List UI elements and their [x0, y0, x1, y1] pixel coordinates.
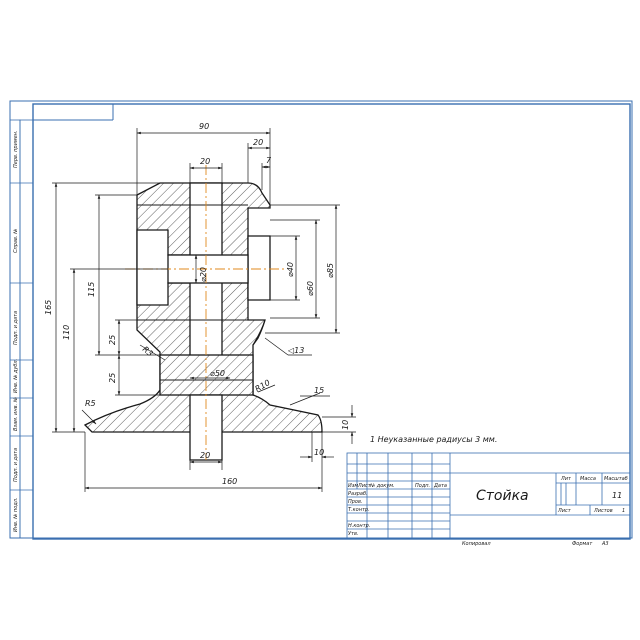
- title-block: Изм Лист № докум. Подп. Дата Разраб. Про…: [346, 452, 631, 547]
- dim-20-inner: 20: [200, 157, 210, 166]
- dim-r10: R10: [254, 378, 272, 394]
- tb-format-label: Формат: [572, 541, 593, 547]
- tb-role-razrab: Разраб.: [348, 491, 368, 497]
- tb-col-doc: № докум.: [369, 483, 395, 489]
- drawing-title: Стойка: [476, 488, 529, 504]
- tb-mass-label: Масса: [580, 476, 596, 482]
- side-label-5: Взам. инв. №: [13, 397, 19, 431]
- dim-dia60: ⌀60: [306, 281, 315, 296]
- tb-sheets-count: 1: [622, 508, 625, 514]
- tb-sheet-label: Лист: [557, 508, 572, 514]
- tb-lit-label: Лит: [560, 476, 572, 482]
- general-note: 1 Неуказанные радиусы 3 мм.: [370, 435, 497, 444]
- side-strip: Перв. примен. Справ. № Подп. и дата Инв.…: [9, 119, 34, 539]
- dim-dia50: ⌀50: [210, 369, 225, 378]
- dim-dia40: ⌀40: [286, 262, 295, 277]
- part-section: [83, 182, 323, 461]
- tb-format-value: А3: [601, 541, 609, 547]
- dim-slope15: 15: [314, 386, 324, 395]
- dimensions: 90 20 7 20 165 110 115 25: [44, 122, 356, 492]
- dim-115: 115: [87, 282, 96, 297]
- tb-col-izm: Изм: [348, 483, 358, 489]
- dim-110: 110: [62, 325, 71, 340]
- tb-col-sign: Подп.: [415, 483, 430, 489]
- dim-165: 165: [44, 300, 53, 315]
- tb-col-date: Дата: [433, 483, 447, 489]
- side-label-1: Перв. примен.: [13, 130, 19, 168]
- dim-10-right: 10: [341, 420, 350, 430]
- tb-role-utv: Утв.: [348, 531, 359, 537]
- tb-col-list: Лист: [357, 483, 372, 489]
- dim-r5: R5: [85, 399, 96, 408]
- tb-copy-label: Копировал: [462, 541, 491, 547]
- dim-25b: 25: [108, 373, 117, 383]
- side-label-2: Справ. №: [13, 229, 19, 253]
- dim-25a: 25: [108, 335, 117, 345]
- tb-scale-value: 11: [612, 491, 622, 500]
- dim-dia85: ⌀85: [326, 263, 335, 278]
- tb-scale-label: Масштаб: [604, 476, 628, 482]
- side-label-3: Подп. и дата: [13, 311, 19, 345]
- dim-20-top: 20: [253, 138, 263, 147]
- tb-sheets-label: Листов: [593, 508, 613, 514]
- tb-role-nkontr: Н.контр.: [348, 523, 370, 529]
- dim-160: 160: [222, 477, 237, 486]
- dim-dia20: ⌀20: [199, 267, 208, 282]
- dim-20-bottom: 20: [200, 451, 210, 460]
- dim-10-bottom: 10: [314, 448, 324, 457]
- dim-slope13: ◁13: [287, 346, 304, 355]
- side-label-7: Инв. № подл.: [13, 498, 19, 533]
- tb-role-prov: Пров.: [348, 499, 363, 505]
- side-label-4: Инв. № дубл.: [13, 359, 19, 393]
- dim-7: 7: [266, 156, 272, 165]
- lower-collar: [159, 354, 254, 396]
- right-boss: [247, 235, 271, 301]
- tb-role-tkontr: Т.контр.: [348, 507, 370, 513]
- side-label-6: Подп. и дата: [13, 448, 19, 482]
- dim-90: 90: [199, 122, 209, 131]
